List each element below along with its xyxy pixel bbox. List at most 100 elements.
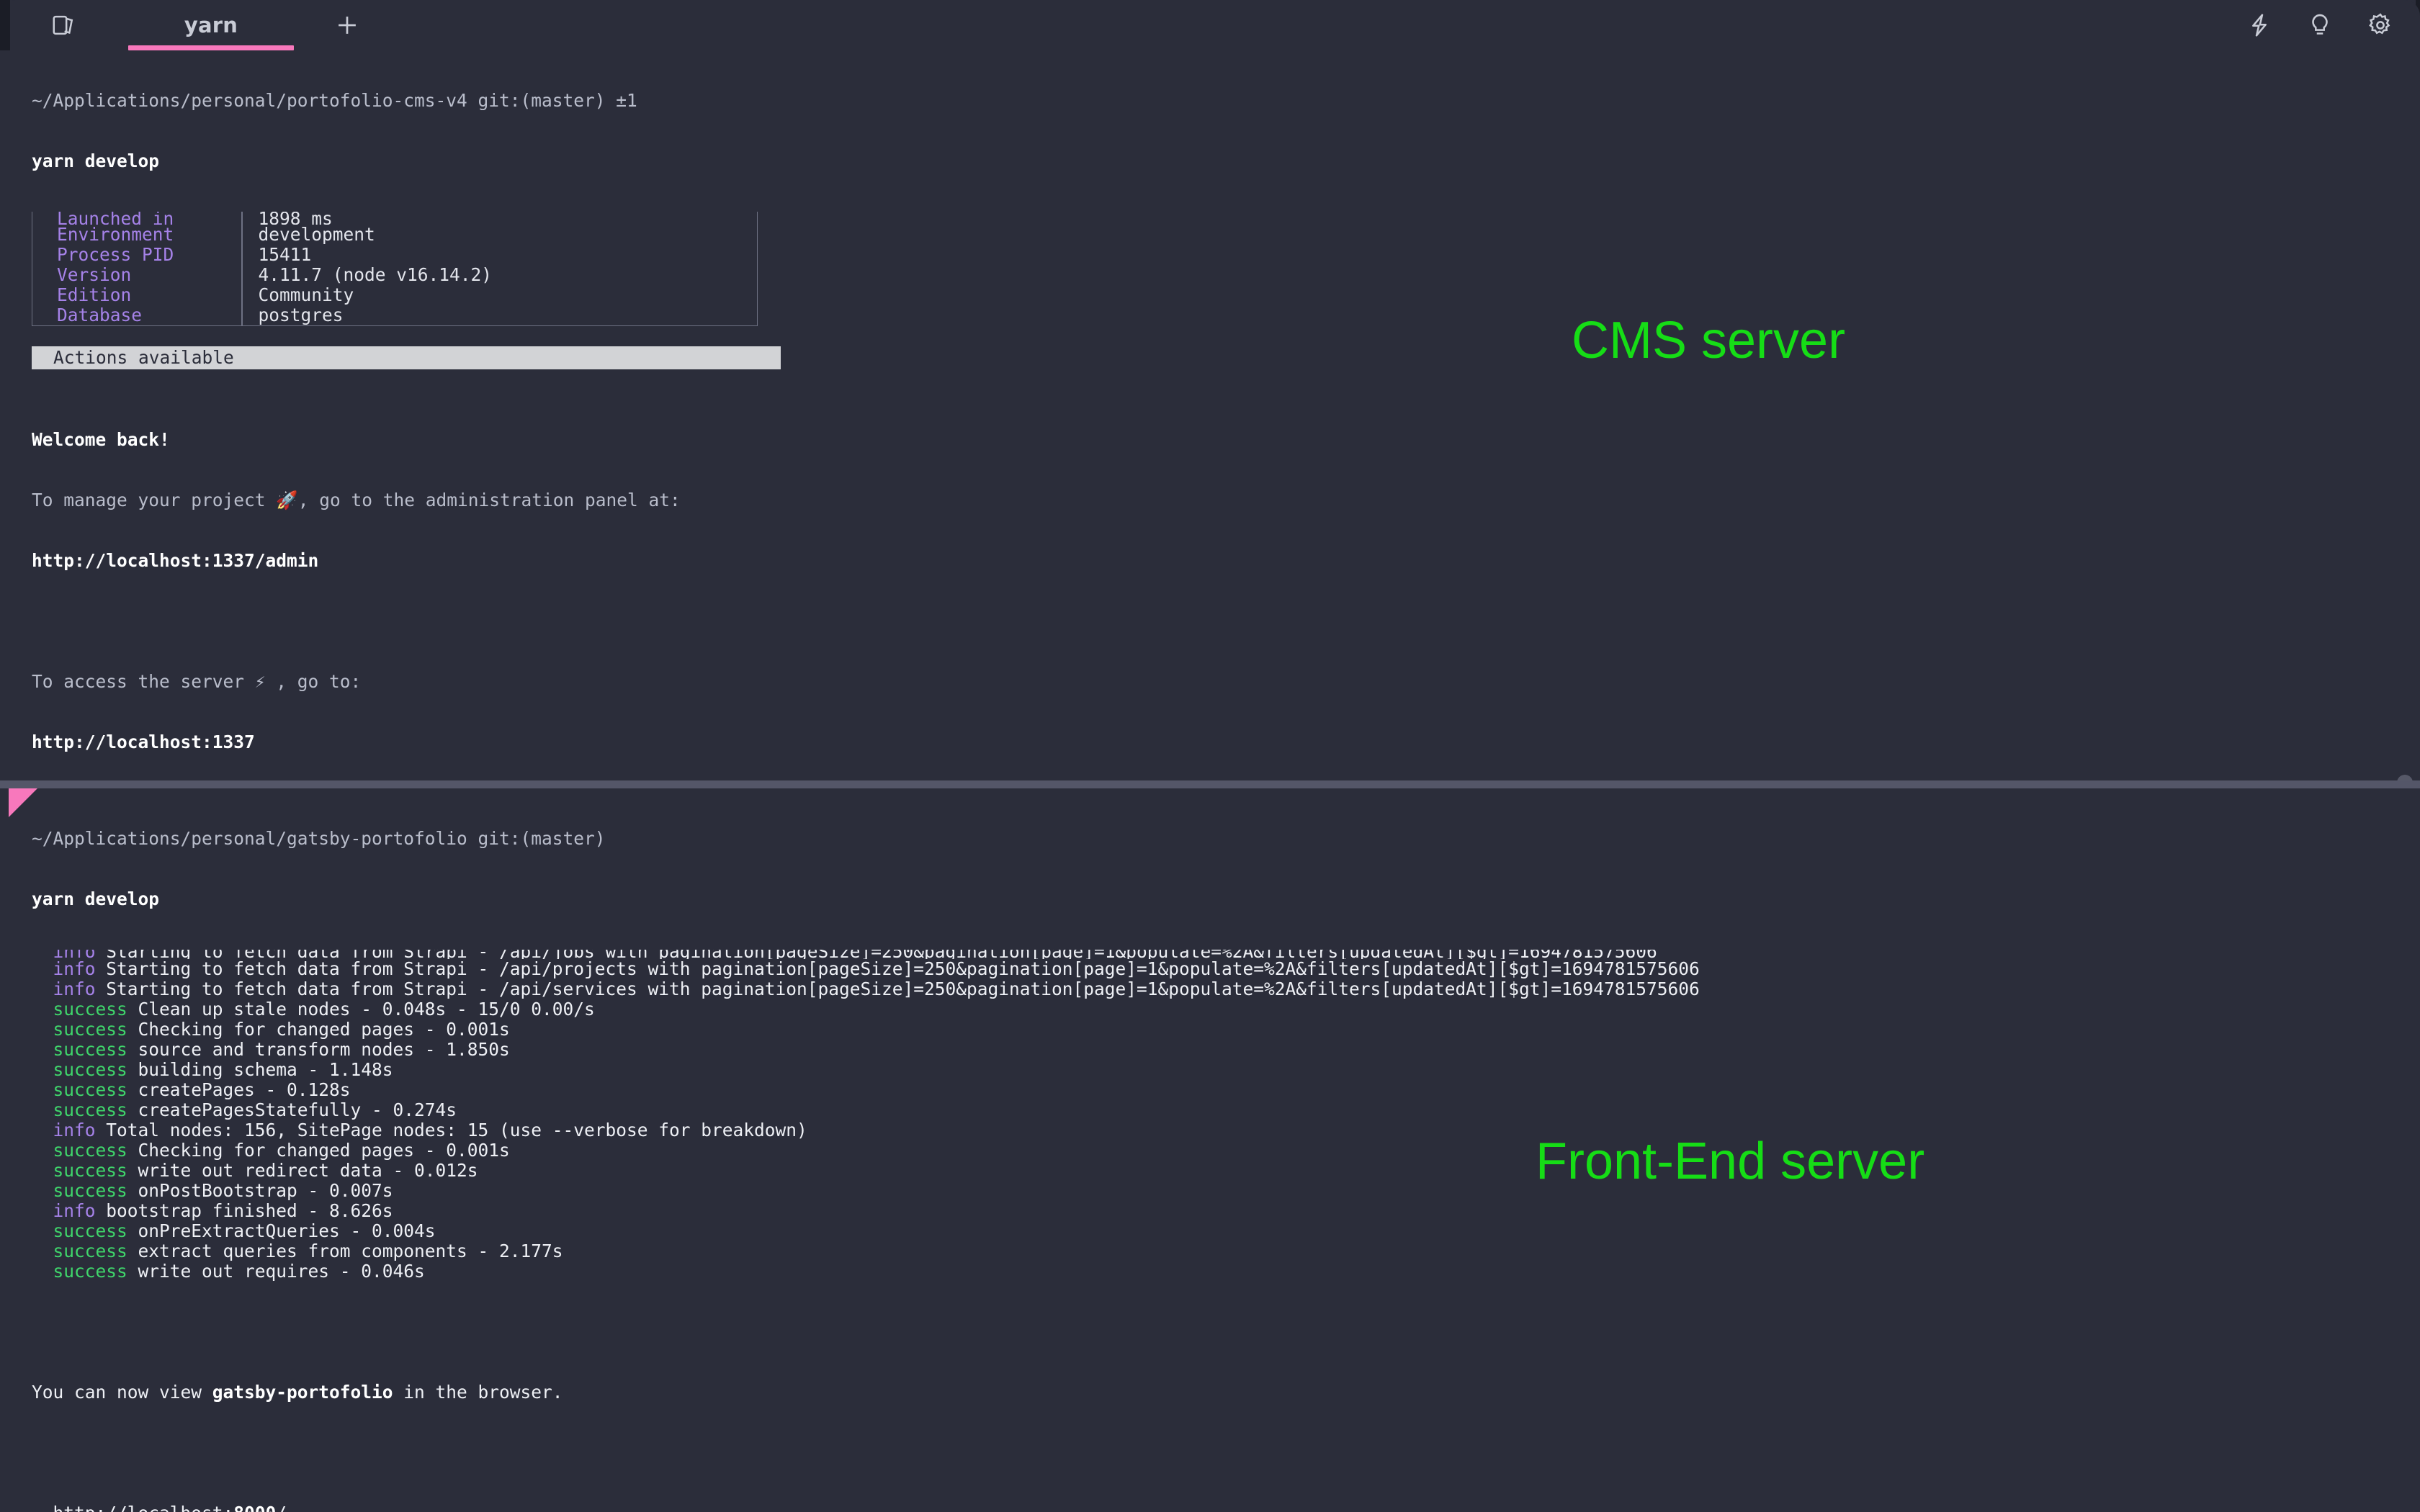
site-url-port: 8000 — [233, 1503, 276, 1512]
log-level: success — [32, 1019, 127, 1040]
view-site-prefix: You can now view — [32, 1382, 212, 1403]
command-frontend: yarn develop — [32, 888, 160, 909]
welcome-block: Welcome back! To manage your project 🚀, … — [0, 390, 2420, 780]
gatsby-log-line: success onPostBootstrap - 0.007s — [32, 1181, 2420, 1201]
info-key: Environment — [57, 224, 174, 245]
terminal-output-frontend: ~/Applications/personal/gatsby-portofoli… — [0, 788, 2420, 950]
new-tab-button[interactable] — [304, 0, 390, 50]
gatsby-log-line: success onPreExtractQueries - 0.004s — [32, 1221, 2420, 1241]
server-url[interactable]: http://localhost:1337 — [32, 732, 255, 752]
terminal-pane-cms[interactable]: ~/Applications/personal/portofolio-cms-v… — [0, 50, 2420, 780]
table-column-divider — [241, 245, 243, 265]
log-level: info — [32, 1120, 96, 1140]
gatsby-log-line: success Clean up stale nodes - 0.048s - … — [32, 999, 2420, 1020]
table-column-divider — [241, 285, 243, 305]
log-message: write out requires - 0.046s — [127, 1261, 425, 1282]
lightning-bolt-icon[interactable] — [2246, 12, 2273, 39]
log-level: success — [32, 1261, 127, 1282]
tab-yarn[interactable]: yarn — [118, 0, 304, 50]
prompt-path-frontend: ~/Applications/personal/gatsby-portofoli… — [32, 828, 606, 849]
gatsby-log-line: success building schema - 1.148s — [32, 1060, 2420, 1080]
table-row: Launched in 1898 ms — [32, 212, 757, 225]
active-pane-marker — [9, 788, 37, 817]
admin-url[interactable]: http://localhost:1337/admin — [32, 550, 319, 571]
titlebar: yarn — [0, 0, 2420, 50]
tab-label: yarn — [184, 13, 238, 37]
log-message: onPreExtractQueries - 0.004s — [127, 1220, 436, 1241]
annotation-cms-server: CMS server — [1572, 312, 1846, 369]
log-level: success — [32, 1220, 127, 1241]
table-row: Database postgres — [32, 305, 757, 325]
gatsby-log-line: success createPagesStatefully - 0.274s — [32, 1100, 2420, 1120]
table-column-divider — [241, 212, 243, 225]
log-message: Checking for changed pages - 0.001s — [127, 1140, 510, 1161]
log-level: success — [32, 1180, 127, 1201]
gatsby-log-list: info Starting to fetch data from Strapi … — [0, 950, 2420, 1282]
pane-divider[interactable] — [0, 780, 2420, 788]
terminal-output-cms: ~/Applications/personal/portofolio-cms-v… — [0, 50, 2420, 212]
log-message: write out redirect data - 0.012s — [127, 1160, 478, 1181]
table-row: Environment development — [32, 225, 757, 245]
table-row: Version 4.11.7 (node v16.14.2) — [32, 265, 757, 285]
site-url-tail: / — [276, 1503, 287, 1512]
gatsby-log-line: success Checking for changed pages - 0.0… — [32, 1020, 2420, 1040]
table-column-divider — [241, 305, 243, 325]
actions-available-header: Actions available — [32, 346, 781, 369]
table-column-divider — [241, 265, 243, 285]
gatsby-log-line: success write out redirect data - 0.012s — [32, 1161, 2420, 1181]
log-level: info — [32, 958, 96, 979]
log-message: Checking for changed pages - 0.001s — [127, 1019, 510, 1040]
gatsby-log-line: info Starting to fetch data from Strapi … — [32, 979, 2420, 999]
scrollbar-thumb-cms[interactable] — [2397, 775, 2413, 780]
split-pane-icon — [53, 15, 73, 35]
log-level: success — [32, 1160, 127, 1181]
split-pane-button[interactable] — [10, 0, 118, 50]
log-level: success — [32, 1079, 127, 1100]
command-cms: yarn develop — [32, 150, 160, 171]
lightbulb-icon[interactable] — [2306, 12, 2334, 39]
site-url-line[interactable]: http://localhost:8000/ — [32, 1503, 2420, 1512]
log-message: createPages - 0.128s — [127, 1079, 351, 1100]
gatsby-log-line: info Starting to fetch data from Strapi … — [32, 959, 2420, 979]
log-message: Starting to fetch data from Strapi - /ap… — [96, 950, 1657, 959]
prompt-path-cms: ~/Applications/personal/portofolio-cms-v… — [32, 90, 637, 111]
info-value: development — [258, 224, 375, 245]
log-level: info — [32, 950, 96, 959]
info-value: 15411 — [258, 244, 312, 265]
gatsby-log-line: success extract queries from components … — [32, 1241, 2420, 1261]
log-message: building schema - 1.148s — [127, 1059, 393, 1080]
gatsby-summary-block: You can now view gatsby-portofolio in th… — [0, 1282, 2420, 1512]
info-value: Community — [258, 284, 354, 305]
gatsby-log-line: info bootstrap finished - 8.626s — [32, 1201, 2420, 1221]
log-message: source and transform nodes - 1.850s — [127, 1039, 510, 1060]
manage-project-line: To manage your project 🚀, go to the admi… — [32, 490, 681, 510]
gear-icon[interactable] — [2367, 12, 2394, 39]
log-message: Total nodes: 156, SitePage nodes: 15 (us… — [95, 1120, 807, 1140]
log-message: Clean up stale nodes - 0.048s - 15/0 0.0… — [127, 999, 595, 1020]
log-message: createPagesStatefully - 0.274s — [127, 1099, 457, 1120]
log-message: Starting to fetch data from Strapi - /ap… — [95, 958, 1700, 979]
log-level: info — [32, 978, 96, 999]
log-level: success — [32, 999, 127, 1020]
log-level: success — [32, 1241, 127, 1261]
terminal-pane-frontend[interactable]: ~/Applications/personal/gatsby-portofoli… — [0, 788, 2420, 1512]
log-message: onPostBootstrap - 0.007s — [127, 1180, 393, 1201]
log-level: success — [32, 1059, 127, 1080]
log-level: success — [32, 1099, 127, 1120]
gatsby-log-line: success write out requires - 0.046s — [32, 1261, 2420, 1282]
info-key: Database — [57, 305, 143, 325]
log-message: bootstrap finished - 8.626s — [95, 1200, 393, 1221]
log-level: info — [32, 1200, 96, 1221]
gatsby-log-line: success Checking for changed pages - 0.0… — [32, 1140, 2420, 1161]
gatsby-log-line: info Total nodes: 156, SitePage nodes: 1… — [32, 1120, 2420, 1140]
project-name: gatsby-portofolio — [212, 1382, 393, 1403]
info-key: Launched in — [57, 212, 174, 225]
welcome-title: Welcome back! — [32, 429, 170, 450]
table-row: Edition Community — [32, 285, 757, 305]
view-site-line: You can now view gatsby-portofolio in th… — [32, 1382, 2420, 1403]
titlebar-actions — [2246, 0, 2420, 50]
titlebar-left-pad — [0, 0, 10, 50]
view-site-suffix: in the browser. — [393, 1382, 563, 1403]
info-value: 4.11.7 (node v16.14.2) — [258, 264, 493, 285]
